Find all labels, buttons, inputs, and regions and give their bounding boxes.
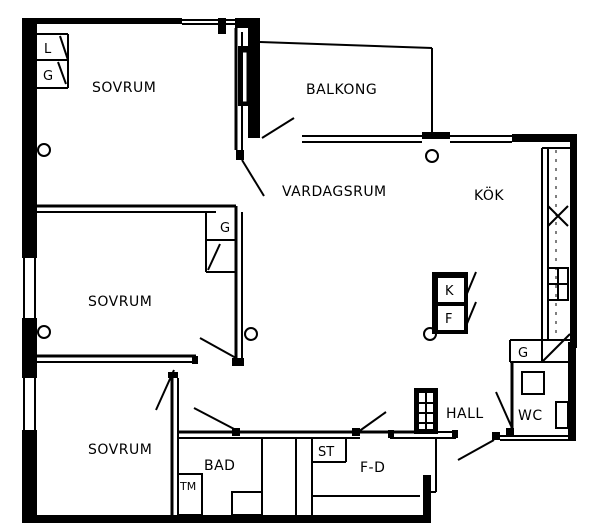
closet-label-wardrobe-middle: G (220, 221, 230, 236)
room-label-bath: BAD (204, 458, 235, 474)
room-label-bedroom-bottom: SOVRUM (88, 442, 152, 458)
room-label-wc: WC (518, 408, 543, 424)
room-label-bedroom-middle: SOVRUM (88, 294, 152, 310)
room-label-hall: HALL (446, 406, 484, 422)
room-labels: SOVRUM BALKONG VARDAGSRUM KÖK SOVRUM SOV… (88, 80, 543, 476)
fixtures (37, 35, 571, 516)
room-label-kitchen: KÖK (474, 186, 504, 204)
room-label-balcony: BALKONG (306, 82, 377, 98)
room-label-living: VARDAGSRUM (282, 184, 387, 200)
closet-label-washer: TM (179, 480, 196, 493)
outer-walls (22, 18, 577, 523)
room-label-fd: F-D (360, 460, 385, 476)
room-label-bedroom-top: SOVRUM (92, 80, 156, 96)
interior-walls (36, 28, 570, 515)
closet-label-wardrobe-top: G (43, 69, 53, 84)
closet-labels: L G G K F G ST TM (43, 42, 528, 493)
doors (155, 117, 514, 461)
closet-label-freezer: F (445, 312, 452, 327)
closet-label-hall-wardrobe: G (518, 346, 528, 361)
closet-label-linen: L (44, 42, 52, 57)
closet-label-fridge: K (445, 284, 454, 299)
closet-label-storage: ST (318, 445, 334, 460)
